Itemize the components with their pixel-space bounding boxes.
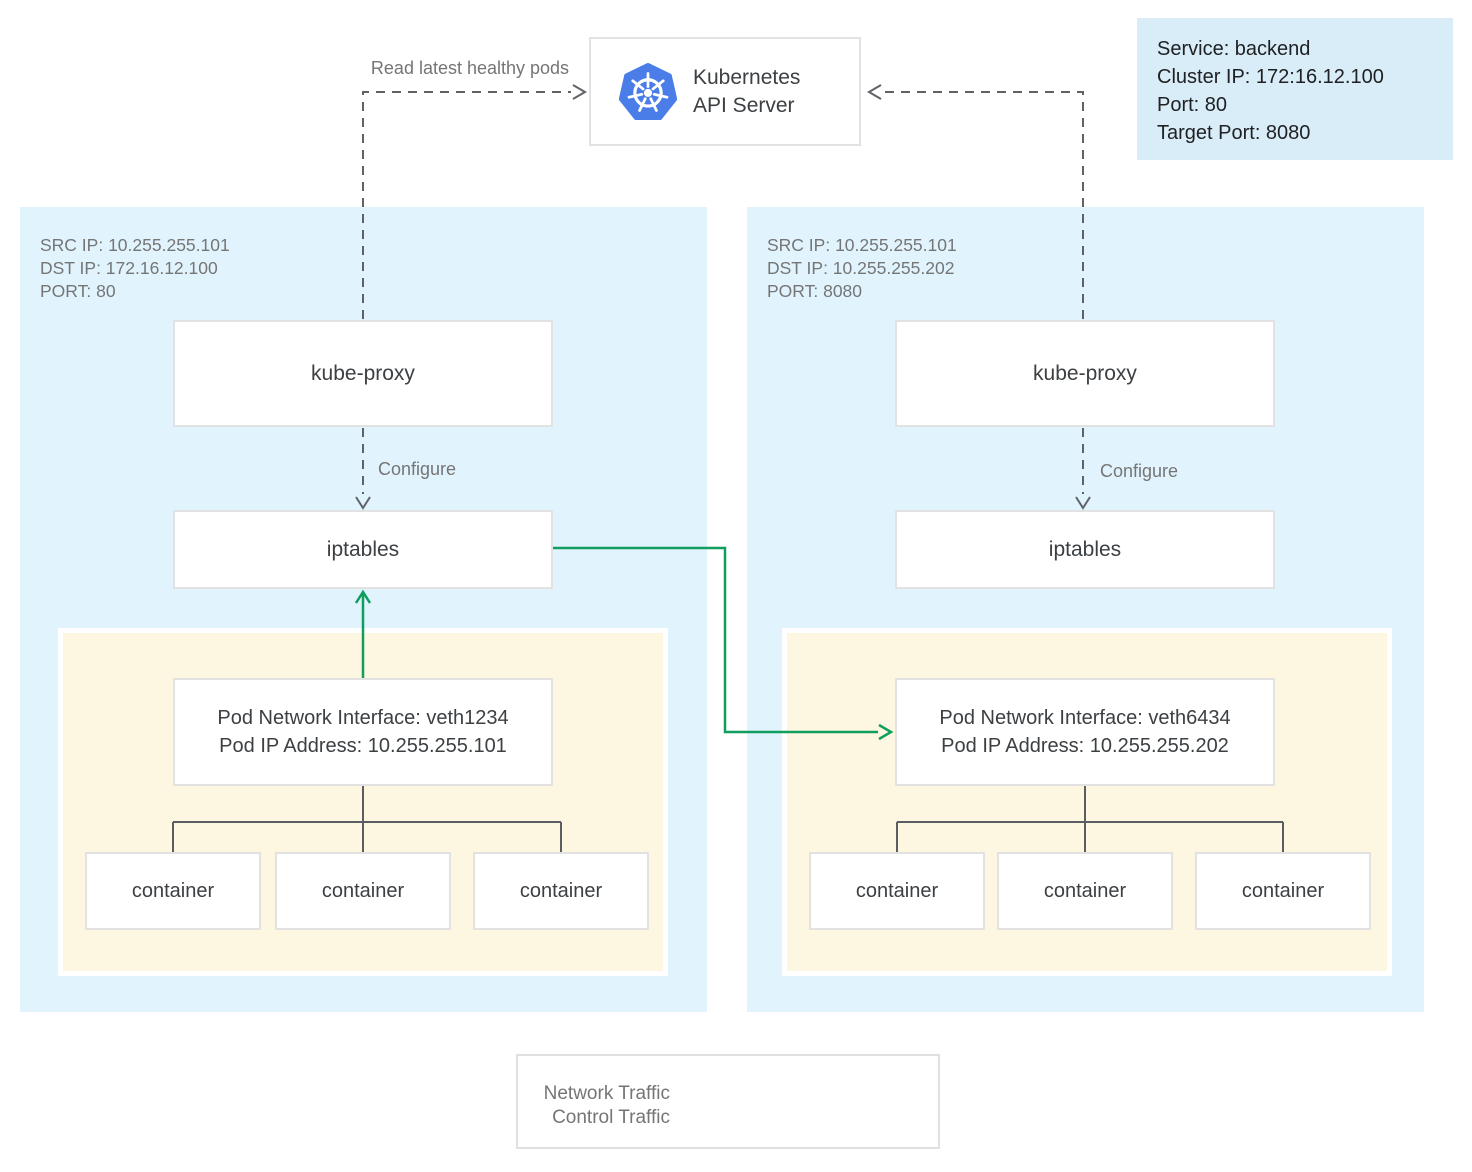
node-left-src-ip: SRC IP: 10.255.255.101 — [40, 235, 230, 255]
pod-interface-box-right: Pod Network Interface: veth6434 Pod IP A… — [895, 678, 1275, 786]
node-left-port: PORT: 80 — [40, 281, 116, 301]
container-label: container — [1241, 880, 1325, 902]
pod-interface-right-line1: Pod Network Interface: veth6434 — [939, 707, 1231, 729]
kubernetes-logo-icon — [619, 62, 677, 120]
container-label: container — [321, 880, 405, 902]
container-label: container — [131, 880, 215, 902]
service-target-port: Target Port: 8080 — [1157, 122, 1311, 144]
node-right-port: PORT: 8080 — [767, 281, 863, 301]
container-box: container — [997, 852, 1173, 930]
iptables-box-left: iptables — [173, 510, 553, 589]
legend-control-traffic-label: Control Traffic — [552, 1107, 670, 1128]
configure-label-right: Configure — [1100, 461, 1179, 481]
iptables-box-right: iptables — [895, 510, 1275, 589]
node-right-src-ip: SRC IP: 10.255.255.101 — [767, 235, 957, 255]
iptables-label-left: iptables — [326, 537, 400, 561]
container-box: container — [275, 852, 451, 930]
container-label: container — [855, 880, 939, 902]
legend-network-traffic-label: Network Traffic — [543, 1083, 670, 1104]
container-box: container — [473, 852, 649, 930]
container-label: container — [1043, 880, 1127, 902]
pod-interface-right-line2: Pod IP Address: 10.255.255.202 — [941, 735, 1229, 757]
node-left-meta: SRC IP: 10.255.255.101 DST IP: 172.16.12… — [40, 234, 230, 303]
api-server-box: Kubernetes API Server — [589, 37, 861, 146]
node-left-dst-ip: DST IP: 172.16.12.100 — [40, 258, 218, 278]
service-cluster-ip: Cluster IP: 172:16.12.100 — [1157, 66, 1384, 88]
container-box: container — [1195, 852, 1371, 930]
legend-box — [516, 1054, 940, 1149]
kube-proxy-box-left: kube-proxy — [173, 320, 553, 427]
kube-proxy-label-right: kube-proxy — [1033, 361, 1137, 385]
kube-proxy-box-right: kube-proxy — [895, 320, 1275, 427]
kube-proxy-label-left: kube-proxy — [311, 361, 415, 385]
configure-label-left: Configure — [378, 459, 457, 479]
read-latest-healthy-pods-label: Read latest healthy pods — [370, 58, 570, 78]
api-server-title: Kubernetes API Server — [693, 64, 800, 120]
iptables-label-right: iptables — [1048, 537, 1122, 561]
pod-interface-left-line1: Pod Network Interface: veth1234 — [217, 707, 509, 729]
api-server-title-line1: Kubernetes — [693, 65, 801, 89]
service-info-card: Service: backend Cluster IP: 172:16.12.1… — [1137, 18, 1453, 160]
container-box: container — [85, 852, 261, 930]
node-right-meta: SRC IP: 10.255.255.101 DST IP: 10.255.25… — [767, 234, 957, 303]
pod-interface-left-line2: Pod IP Address: 10.255.255.101 — [219, 735, 507, 757]
pod-interface-box-left: Pod Network Interface: veth1234 Pod IP A… — [173, 678, 553, 786]
node-right-dst-ip: DST IP: 10.255.255.202 — [767, 258, 955, 278]
api-server-title-line2: API Server — [693, 93, 795, 117]
container-label: container — [519, 880, 603, 902]
service-name: Service: backend — [1157, 38, 1311, 60]
service-port: Port: 80 — [1157, 94, 1228, 116]
container-box: container — [809, 852, 985, 930]
